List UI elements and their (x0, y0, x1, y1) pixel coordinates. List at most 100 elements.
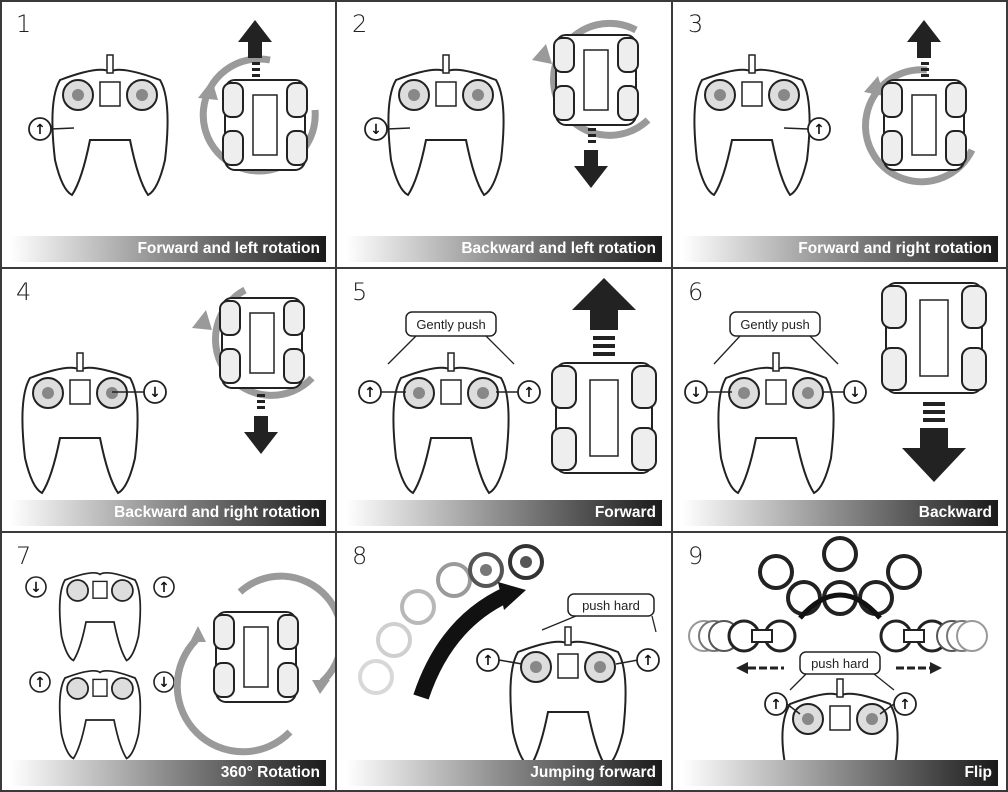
grid-horizontal-line (0, 531, 1008, 533)
flip-arc (758, 536, 922, 620)
panel-8-illustration: push hard ↑ ↑ (358, 544, 660, 769)
right-stick-indicator: ↑ (783, 117, 831, 141)
backward-arrow-icon (244, 394, 278, 454)
panel-number: 3 (688, 10, 704, 38)
panel-2-illustration: ↓ (364, 19, 651, 197)
forward-arrow-icon (572, 278, 636, 356)
up-arrow-icon: ↑ (34, 122, 46, 138)
panel-caption: Backward (682, 500, 998, 526)
rotation-ring (532, 19, 651, 139)
right-stick-indicator: ↓ (153, 671, 175, 693)
panel-caption: Flip (682, 760, 998, 786)
remote-controller (51, 54, 169, 197)
up-arrow-icon: ↑ (364, 385, 376, 401)
panel-caption: Jumping forward (346, 760, 662, 786)
left-stick-indicator: ↓ (684, 380, 732, 404)
note-bubble: push hard (789, 651, 895, 691)
right-stick-indicator: ↑ (879, 692, 917, 716)
stunt-car (553, 34, 639, 126)
forward-arrow-icon (907, 20, 941, 77)
remote-controller (717, 352, 835, 495)
remote-controller (781, 678, 899, 765)
left-stick-indicator: ↑ (476, 648, 523, 672)
up-arrow-icon: ↑ (523, 385, 535, 401)
panel-7: 7 ↓ ↑ ↑ (0, 532, 336, 792)
stunt-car (551, 362, 657, 474)
rotation-ring (173, 572, 336, 756)
panel-4: 4 ↓ (0, 268, 336, 532)
grid-border-left (0, 0, 2, 792)
left-dash-arrow-icon (736, 662, 784, 674)
up-arrow-icon: ↑ (158, 580, 170, 596)
grid-vertical-line (335, 0, 337, 792)
left-stick-indicator: ↓ (25, 576, 47, 598)
right-stick-indicator: ↑ (153, 576, 175, 598)
panel-caption: Forward and right rotation (682, 236, 998, 262)
up-arrow-icon: ↑ (482, 653, 494, 669)
panel-number: 7 (16, 542, 32, 570)
up-arrow-icon: ↑ (770, 697, 782, 713)
jump-trail (358, 544, 544, 695)
down-arrow-icon: ↓ (30, 580, 42, 596)
panel-9-illustration: push hard ↑ ↑ (688, 536, 988, 765)
panel-number: 8 (352, 542, 368, 570)
stunt-car (213, 611, 299, 703)
remote-controller (21, 352, 139, 495)
remote-controller (58, 670, 142, 760)
panel-number: 5 (352, 278, 368, 306)
up-arrow-icon: ↑ (813, 122, 825, 138)
grid-horizontal-line (0, 267, 1008, 269)
right-car-stack (879, 619, 988, 653)
stunt-car (222, 79, 308, 171)
rotation-ring (862, 66, 976, 186)
panel-number: 1 (16, 10, 32, 38)
down-arrow-icon: ↓ (370, 122, 382, 138)
up-arrow-icon: ↑ (642, 653, 654, 669)
panel-caption: Backward and right rotation (10, 500, 326, 526)
remote-controller (693, 54, 811, 197)
panel-4-illustration: ↓ (21, 286, 315, 495)
down-arrow-icon: ↓ (849, 385, 861, 401)
down-arrow-icon: ↓ (690, 385, 702, 401)
note-text: push hard (582, 598, 640, 613)
panel-7-illustration: ↓ ↑ ↑ ↓ (25, 572, 336, 760)
note-bubble: Gently push (713, 311, 839, 365)
note-text: Gently push (740, 317, 809, 332)
note-text: Gently push (416, 317, 485, 332)
panel-8: 8 push hard (336, 532, 672, 792)
grid-border-right (1006, 0, 1008, 792)
panel-6-illustration: Gently push ↓ ↓ (684, 282, 987, 495)
panel-number: 9 (688, 542, 704, 570)
panel-3-illustration: ↑ (693, 20, 976, 197)
down-arrow-icon: ↓ (158, 675, 170, 691)
jump-arrow-icon (413, 582, 526, 700)
right-stick-indicator: ↑ (615, 648, 660, 672)
left-stick-indicator: ↓ (364, 117, 411, 141)
panel-1-illustration: ↑ (28, 20, 319, 197)
right-stick-indicator: ↑ (496, 380, 541, 404)
stunt-car (881, 79, 967, 171)
panel-9: 9 (672, 532, 1008, 792)
left-stick-indicator: ↑ (358, 380, 406, 404)
panel-2: 2 ↓ (336, 0, 672, 268)
left-stick-indicator: ↑ (29, 671, 51, 693)
panel-6: 6 Gently push ↓ (672, 268, 1008, 532)
remote-controller (392, 352, 510, 495)
panel-number: 4 (16, 278, 32, 306)
right-stick-indicator: ↓ (822, 380, 867, 404)
right-stick-indicator: ↓ (112, 380, 167, 404)
left-car-stack (688, 619, 797, 653)
stunt-car (881, 282, 987, 394)
right-dash-arrow-icon (896, 662, 942, 674)
remote-controller (387, 54, 505, 197)
panel-caption: Forward (346, 500, 662, 526)
remote-controller (58, 572, 142, 662)
panel-1: 1 ↑ (0, 0, 336, 268)
remote-controller (509, 626, 627, 769)
grid-border-top (0, 0, 1008, 2)
panel-5-illustration: Gently push ↑ ↑ (358, 278, 657, 495)
left-stick-indicator: ↑ (764, 692, 801, 716)
panel-number: 2 (352, 10, 368, 38)
panel-3: 3 ↑ (672, 0, 1008, 268)
